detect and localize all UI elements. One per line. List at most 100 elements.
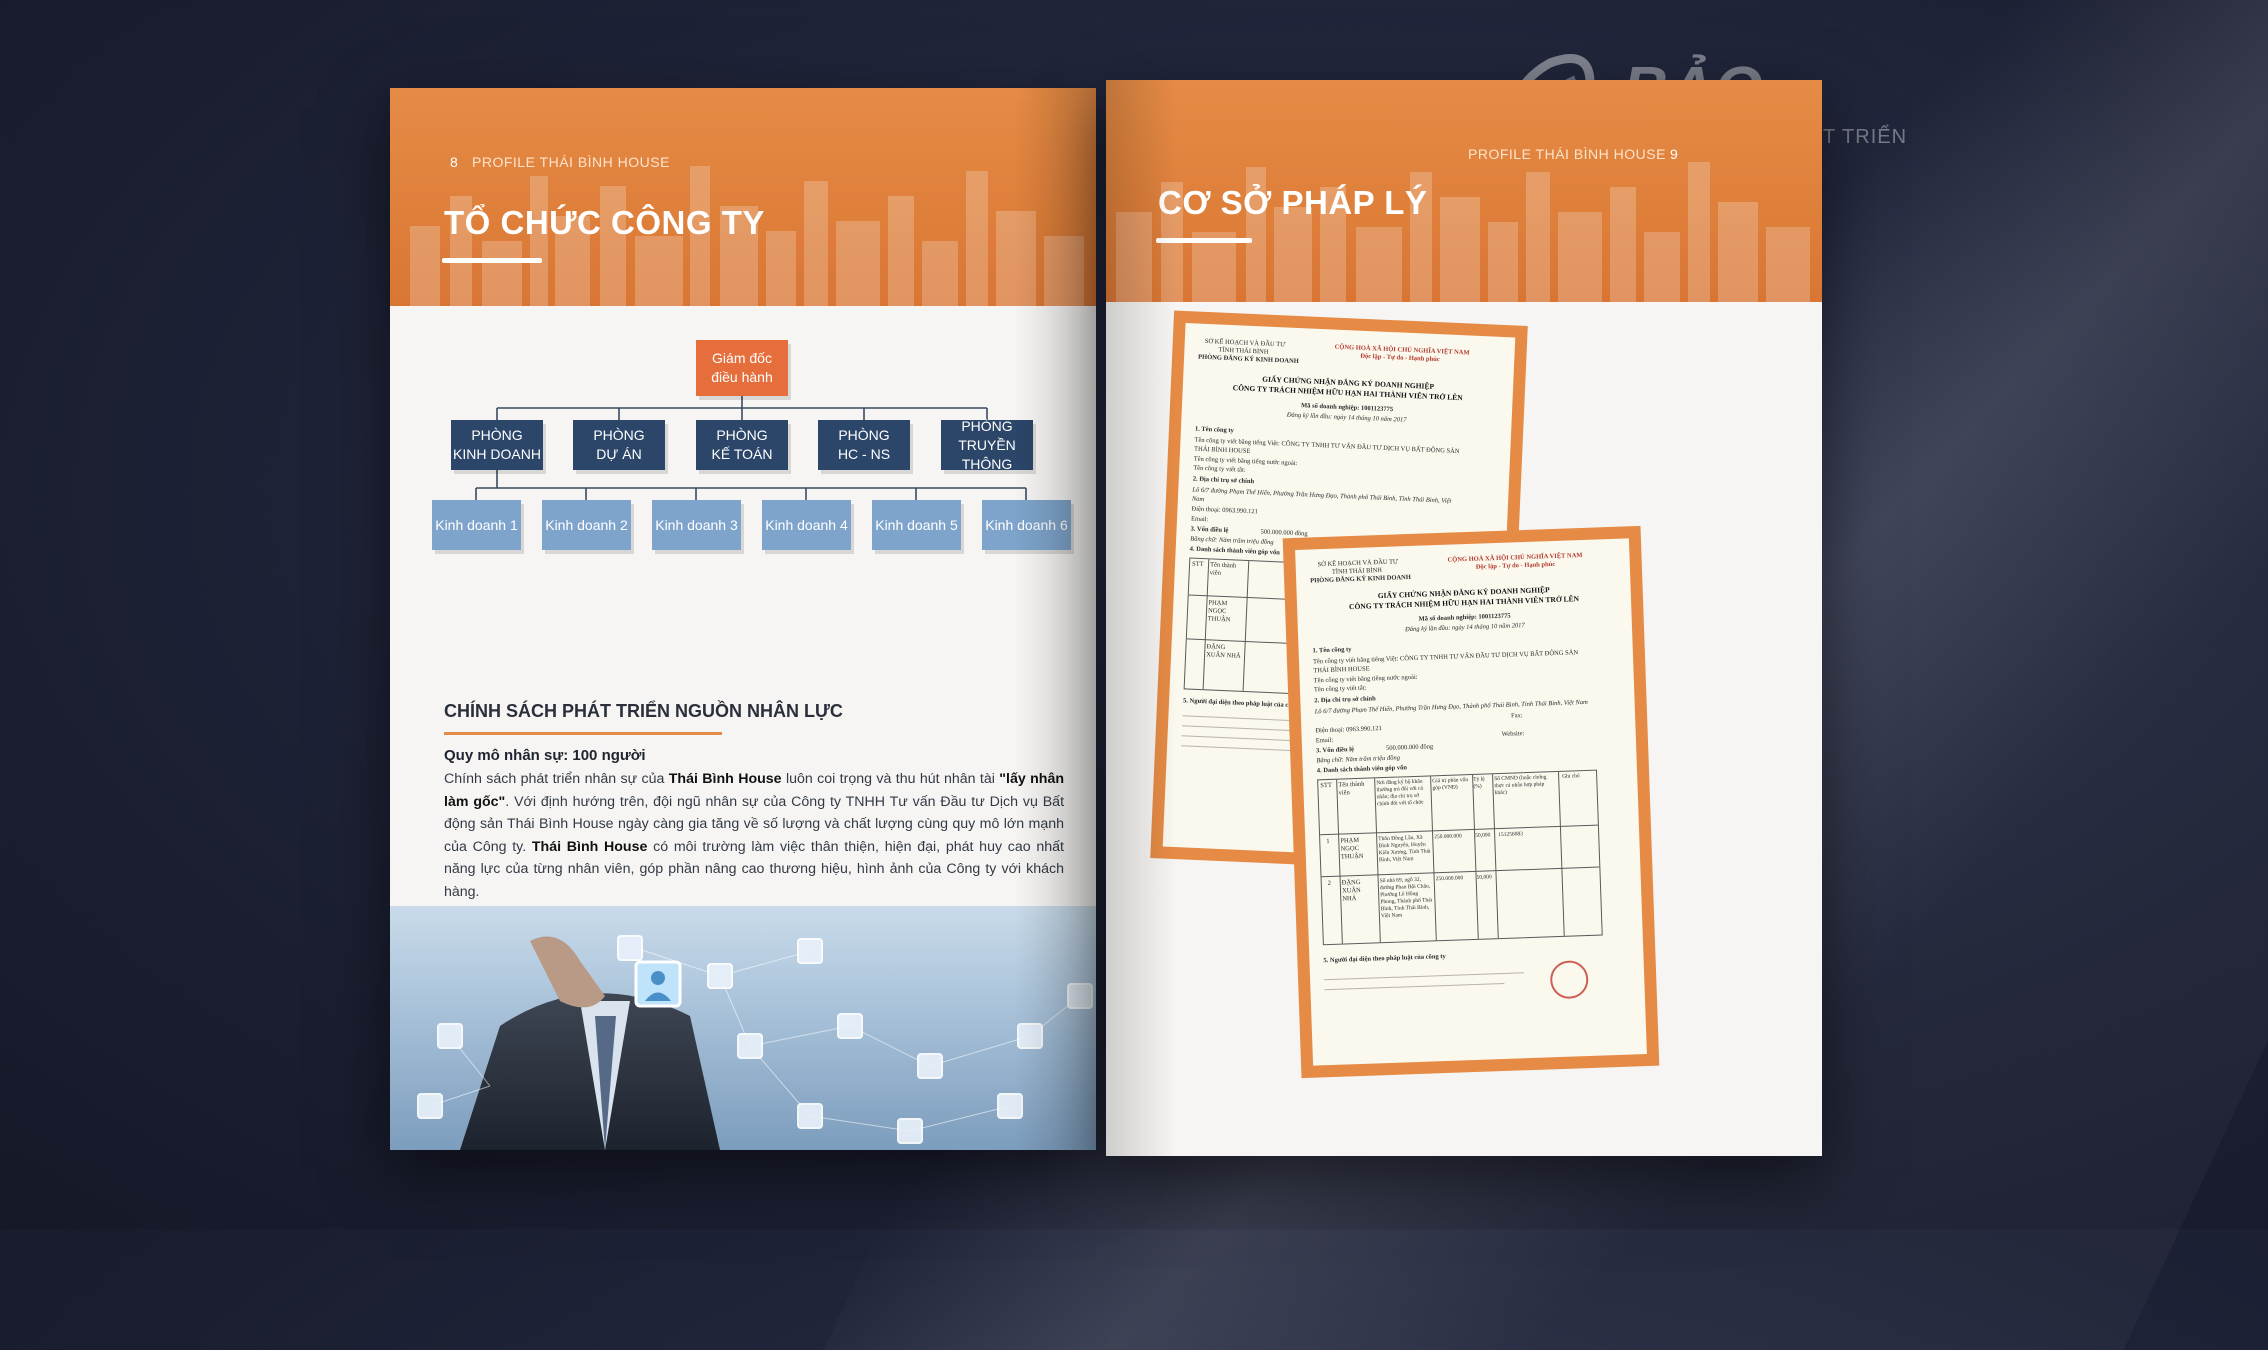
- page-number: 9: [1670, 146, 1678, 162]
- cert-section: 4. Danh sách thành viên góp vốn: [1189, 545, 1280, 557]
- brand-name: Thái Bình House: [531, 838, 648, 855]
- cert-section: 3. Vốn điều lệ: [1190, 525, 1229, 535]
- motto-quote: "lấy nhân làm gốc": [444, 771, 1065, 810]
- cert-motto: Độc lập - Tự do - Hạnh phúc: [1475, 560, 1556, 571]
- city-skyline-graphic: [1116, 162, 1810, 302]
- policy-paragraph: Chính sách phát triển nhân sự của Thái B…: [444, 771, 1065, 900]
- right-page: PROFILE THÁI BÌNH HOUSE 9 CƠ SỞ PHÁP LÝ …: [1106, 80, 1822, 1156]
- cert-field: Tên công ty viết tắt:: [1313, 684, 1367, 694]
- page-header-band: 8 PROFILE THÁI BÌNH HOUSE TỔ CHỨC CÔNG T…: [390, 88, 1096, 306]
- running-head: PROFILE THÁI BÌNH HOUSE: [1468, 146, 1666, 162]
- cert-member-address: Thôn Đồng Lầu, Xã Đình Nguyên, Huyện Kiế…: [1378, 834, 1431, 864]
- cert-capital: 500.000.000 đồng: [1260, 528, 1308, 538]
- org-box-sales-unit: Kinh doanh 6: [982, 500, 1071, 550]
- cert-member-capital: 250.000.000: [1435, 875, 1464, 883]
- cert-section: 5. Người đại diện theo pháp luật của côn…: [1182, 697, 1306, 710]
- org-dept-line-1: PHÒNG: [471, 427, 523, 443]
- cert-col-header: Tên thành viên: [1209, 561, 1237, 577]
- cert-member-ratio: 50,000: [1475, 832, 1491, 839]
- cert-member-capital: 250.000.000: [1434, 833, 1462, 841]
- cert-member: PHẠM NGỌC THUẬN: [1340, 836, 1364, 861]
- cert-field: Bằng chữ: Năm trăm triệu đồng: [1316, 754, 1401, 765]
- org-box-sales-unit: Kinh doanh 2: [542, 500, 631, 550]
- certificate-paper: SỞ KẾ HOẠCH VÀ ĐẦU TƯ TỈNH THÁI BÌNH PHÒ…: [1295, 538, 1647, 1066]
- cert-member-id: 151256083: [1498, 831, 1524, 839]
- title-underline: [442, 258, 542, 263]
- org-box-dept-sales: PHÒNG KINH DOANH: [451, 420, 543, 470]
- org-box-sales-unit: Kinh doanh 4: [762, 500, 851, 550]
- org-box-dept-communications: PHÒNG TRUYỀN THÔNG: [941, 417, 1033, 472]
- left-page: 8 PROFILE THÁI BÌNH HOUSE TỔ CHỨC CÔNG T…: [390, 88, 1096, 1150]
- cert-capital: 500.000.000 đồng: [1385, 743, 1434, 752]
- org-box-sales-unit: Kinh doanh 3: [652, 500, 741, 550]
- org-ceo-line-1: Giám đốc: [712, 350, 772, 366]
- section-title: TỔ CHỨC CÔNG TY: [444, 204, 765, 241]
- org-dept-line-1: PHÒNG: [961, 417, 1013, 434]
- cert-field: Website:: [1501, 730, 1525, 738]
- cert-row-number: 2: [1327, 879, 1332, 888]
- cert-issuer: PHÒNG ĐĂNG KÝ KINH DOANH: [1310, 573, 1411, 585]
- org-box-ceo: Giám đốc điều hành: [696, 340, 788, 396]
- org-box-sales-unit: Kinh doanh 5: [872, 500, 961, 550]
- cert-col-header: Giá trị phần vốn góp (VNĐ): [1432, 777, 1469, 792]
- cert-section: 5. Người đại diện theo pháp luật của côn…: [1323, 952, 1446, 965]
- org-dept-line-2: TRUYỀN THÔNG: [958, 436, 1016, 472]
- cert-field: Email:: [1315, 736, 1334, 745]
- cert-row-number: 1: [1326, 837, 1330, 846]
- org-dept-line-1: PHÒNG: [716, 427, 768, 443]
- business-certificate-front: SỞ KẾ HOẠCH VÀ ĐẦU TƯ TỈNH THÁI BÌNH PHÒ…: [1282, 525, 1660, 1079]
- org-dept-line-2: HC - NS: [837, 446, 891, 462]
- business-network-photo: [390, 906, 1096, 1150]
- cert-section: 3. Vốn điều lệ: [1315, 746, 1355, 755]
- org-ceo-line-2: điều hành: [711, 369, 773, 385]
- policy-heading-rule: [444, 732, 722, 735]
- cert-field: Fax:: [1510, 712, 1523, 720]
- cert-col-header: STT: [1191, 560, 1204, 569]
- cert-col-header: STT: [1320, 781, 1333, 790]
- org-dept-line-2: DỰ ÁN: [596, 446, 642, 462]
- cert-section: 1. Tên công ty: [1194, 425, 1234, 435]
- cert-company-name: Tên công ty viết bằng tiếng Việt: CÔNG T…: [1312, 649, 1579, 675]
- cert-section: 2. Địa chỉ trụ sở chính: [1314, 695, 1376, 705]
- cert-col-header: Tỷ lệ (%): [1473, 776, 1485, 790]
- cert-members-table: STT Tên thành viên Nơi đăng ký hộ khẩu t…: [1317, 769, 1603, 946]
- policy-subheading: Quy mô nhân sự: 100 người: [444, 747, 646, 764]
- red-seal-icon: [1549, 960, 1589, 1000]
- cert-rule: [1324, 982, 1505, 991]
- org-dept-line-2: KẾ TOÁN: [711, 446, 773, 462]
- org-chart: Giám đốc điều hành PHÒNG KINH DOANH PHÒNG D…: [390, 328, 1096, 748]
- page-header-band: PROFILE THÁI BÌNH HOUSE 9 CƠ SỞ PHÁP LÝ: [1106, 80, 1822, 302]
- title-underline: [1156, 238, 1252, 243]
- cert-member: PHẠM NGỌC THUẬN: [1207, 599, 1231, 624]
- cert-field: Điện thoại: 0963.990.121: [1315, 725, 1382, 735]
- cert-field: Tên công ty viết bằng tiếng nước ngoài:: [1313, 673, 1418, 685]
- cert-field: Bằng chữ: Năm trăm triệu đồng: [1190, 535, 1274, 547]
- cert-section: 4. Danh sách thành viên góp vốn: [1316, 764, 1408, 775]
- cert-rule: [1324, 972, 1525, 981]
- cert-col-header: Nơi đăng ký hộ khẩu thường trú đối với c…: [1376, 778, 1424, 808]
- cert-field: Điện thoại: 0963.990.121: [1191, 505, 1259, 516]
- org-box-dept-accounting: PHÒNG KẾ TOÁN: [696, 420, 788, 470]
- cert-issuer: SỞ KẾ HOẠCH VÀ ĐẦU TƯ: [1317, 558, 1399, 569]
- org-box-sales-unit: Kinh doanh 1: [432, 500, 521, 550]
- cert-member-ratio: 50,000: [1476, 874, 1492, 881]
- org-dept-line-1: PHÒNG: [593, 427, 645, 443]
- cert-member: ĐẶNG XUÂN NHẢ: [1205, 643, 1241, 660]
- cert-field: Tên công ty viết tắt:: [1193, 464, 1246, 474]
- running-head: PROFILE THÁI BÌNH HOUSE: [472, 154, 670, 170]
- network-illustration: [417, 935, 1093, 1150]
- cert-member: ĐẶNG XUÂN NHẢ: [1341, 878, 1361, 903]
- open-brochure: 8 PROFILE THÁI BÌNH HOUSE TỔ CHỨC CÔNG T…: [390, 80, 1822, 1156]
- policy-heading: CHÍNH SÁCH PHÁT TRIỂN NGUỒN NHÂN LỰC: [444, 701, 843, 721]
- cert-field: Email:: [1190, 515, 1209, 524]
- org-box-dept-projects: PHÒNG DỰ ÁN: [573, 420, 665, 470]
- org-dept-line-2: KINH DOANH: [453, 446, 541, 462]
- cert-issuer: PHÒNG ĐĂNG KÝ KINH DOANH: [1197, 353, 1299, 366]
- cert-col-header: Số CMND (hoặc chứng thực cá nhân hợp phá…: [1494, 774, 1547, 797]
- cert-col-header: Ghi chú: [1562, 773, 1580, 780]
- cert-section: 2. Địa chỉ trụ sở chính: [1192, 475, 1255, 486]
- cert-section: 1. Tên công ty: [1312, 646, 1352, 655]
- section-title: CƠ SỞ PHÁP LÝ: [1158, 184, 1428, 221]
- page-number: 8: [450, 154, 458, 170]
- org-chart-connectors: [475, 396, 1027, 500]
